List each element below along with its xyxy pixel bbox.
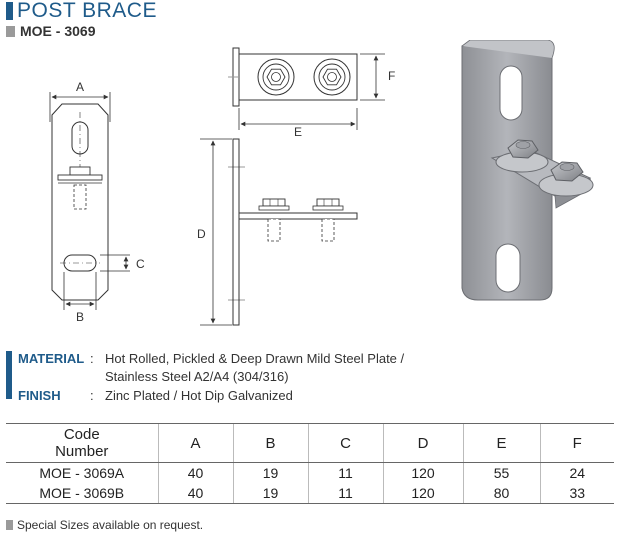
finish-colon: : — [90, 388, 94, 403]
front-bolt — [73, 184, 87, 210]
side-view: E D — [197, 108, 358, 326]
row-a: 40 — [157, 462, 233, 483]
material-value-line1: Hot Rolled, Pickled & Deep Drawn Mild St… — [105, 351, 405, 366]
table-row: MOE - 3069A 40 19 11 120 55 24 — [6, 462, 614, 483]
footnote-marker — [6, 520, 13, 530]
front-nut — [69, 166, 91, 176]
header-code-number: Code Number — [6, 423, 158, 463]
top-view: F — [228, 47, 395, 107]
header-f: F — [539, 423, 614, 463]
material-value-line2: Stainless Steel A2/A4 (304/316) — [105, 369, 289, 384]
dim-c-label: C — [136, 257, 145, 271]
model-number: MOE - 3069 — [20, 23, 96, 39]
header-d: D — [382, 423, 463, 463]
page-title-block: POST BRACE — [6, 0, 157, 22]
footnote: Special Sizes available on request. — [17, 518, 204, 532]
dim-e-label: E — [294, 125, 302, 139]
dim-d-label: D — [197, 227, 206, 241]
row-code: MOE - 3069B — [6, 483, 158, 504]
row-e: 80 — [462, 483, 540, 504]
row-code: MOE - 3069A — [39, 465, 125, 481]
row-f: 33 — [539, 483, 614, 504]
row-b: 19 — [232, 483, 308, 504]
header-b: B — [232, 423, 308, 463]
product-3d-image — [461, 40, 594, 301]
dim-a-label: A — [76, 80, 84, 94]
front-washer — [57, 174, 103, 181]
side-plate — [232, 138, 240, 326]
finish-label: FINISH — [18, 388, 61, 403]
row-f: 24 — [539, 462, 614, 483]
model-number-block: MOE - 3069 — [6, 23, 95, 39]
title-accent-bar — [6, 2, 13, 20]
row-e: 55 — [462, 462, 540, 483]
header-c: C — [307, 423, 383, 463]
header-code-line2: Number — [55, 443, 109, 460]
product-lower-slot — [495, 243, 521, 293]
row-a: 40 — [157, 483, 233, 504]
material-colon: : — [90, 351, 94, 366]
table-row: MOE - 3069B 40 19 11 120 80 33 — [6, 483, 614, 504]
technical-drawing: A C B F — [49, 40, 594, 326]
header-code-line1: Code — [63, 426, 100, 443]
product-upper-slot — [499, 65, 523, 121]
header-a: A — [157, 423, 233, 463]
row-d: 120 — [382, 483, 463, 504]
dim-f-label: F — [388, 69, 395, 83]
finish-value: Zinc Plated / Hot Dip Galvanized — [105, 388, 293, 403]
row-d: 120 — [382, 462, 463, 483]
footnote-block: Special Sizes available on request. — [6, 518, 203, 532]
dim-b-label: B — [76, 310, 84, 324]
front-view: A C B — [49, 80, 145, 324]
dimensions-table: Code Number A B C D E F MOE - 3069A 40 1… — [6, 423, 614, 504]
side-arm — [238, 212, 358, 220]
material-label: MATERIAL — [18, 351, 85, 366]
table-header-row: Code Number A B C D E F — [6, 423, 614, 463]
row-b: 19 — [232, 462, 308, 483]
row-c: 11 — [307, 483, 383, 504]
page-title: POST BRACE — [17, 0, 157, 22]
model-marker — [6, 25, 15, 37]
row-c: 11 — [307, 462, 383, 483]
header-e: E — [462, 423, 540, 463]
spec-accent-bar — [6, 351, 12, 399]
